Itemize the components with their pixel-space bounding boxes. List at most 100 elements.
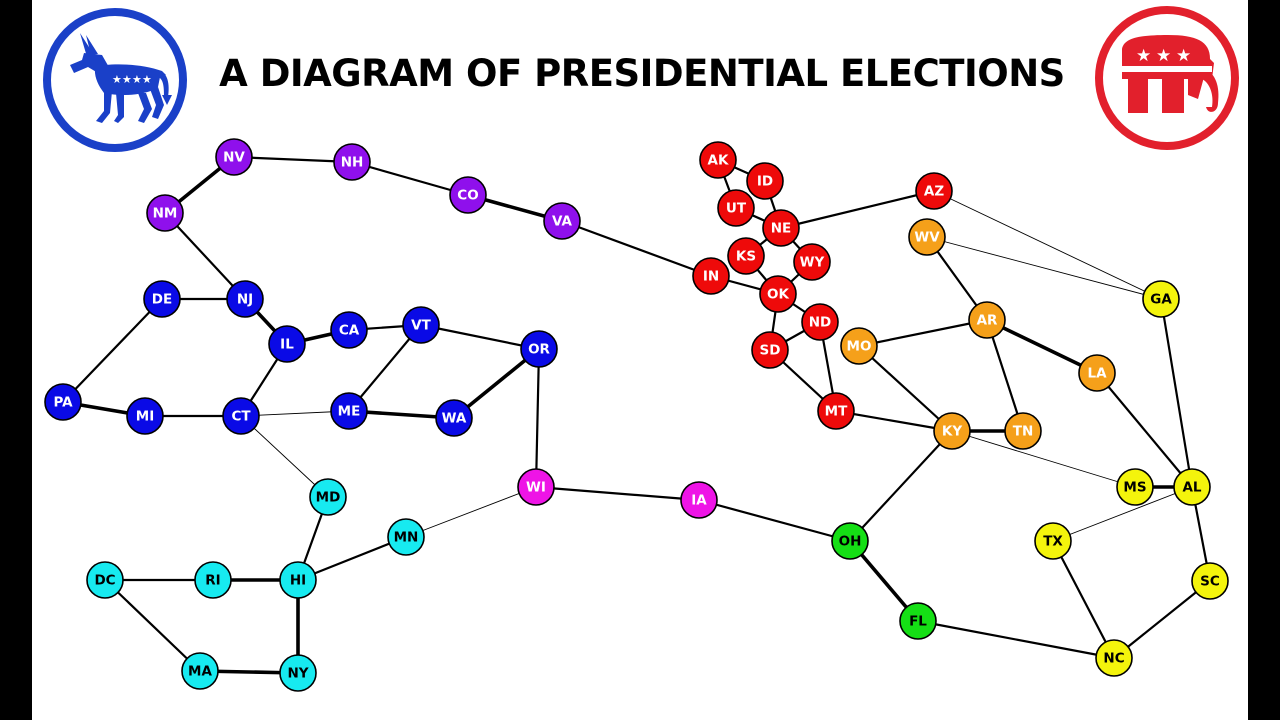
node-wi: WI: [517, 468, 555, 506]
node-label: CO: [457, 188, 478, 204]
node-label: TX: [1043, 534, 1063, 550]
node-label: NC: [1103, 651, 1124, 667]
edge-sc-nc: [1112, 579, 1212, 660]
node-mn: MN: [387, 518, 425, 556]
node-circle: [680, 481, 718, 519]
republican-elephant-logo: ★ ★ ★: [1092, 3, 1242, 158]
node-label: DC: [94, 573, 115, 589]
node-wy: WY: [793, 243, 831, 281]
edge-az-ga: [933, 190, 1162, 300]
node-circle: [759, 275, 797, 313]
node-de: DE: [143, 280, 181, 318]
node-hi: HI: [279, 561, 317, 599]
node-circle: [692, 257, 730, 295]
edge-wv-ga: [926, 236, 1162, 300]
node-label: IA: [691, 493, 707, 509]
node-ms: MS: [1116, 468, 1154, 506]
diagram-canvas: ★ ★ ★ ★ A DIAGRAM OF PRESIDENTIAL ELECTI…: [32, 0, 1248, 720]
node-circle: [222, 397, 260, 435]
donkey-icon: ★ ★ ★ ★: [43, 8, 187, 152]
edge-mn-wi: [405, 486, 537, 538]
node-label: UT: [726, 201, 747, 217]
node-label: AZ: [924, 184, 944, 200]
node-label: FL: [909, 614, 927, 630]
node-circle: [1004, 412, 1042, 450]
node-label: OH: [839, 534, 862, 550]
node-tn: TN: [1004, 412, 1042, 450]
node-label: IN: [703, 269, 719, 285]
node-ca: CA: [330, 311, 368, 349]
node-circle: [543, 202, 581, 240]
edge-or-wi: [534, 347, 541, 489]
node-ri: RI: [194, 561, 232, 599]
node-label: WA: [442, 411, 467, 427]
node-ct: CT: [222, 397, 260, 435]
svg-text:★: ★: [1176, 46, 1191, 66]
node-circle: [194, 561, 232, 599]
node-label: ND: [809, 315, 832, 331]
edge-wi-ia: [534, 485, 701, 502]
node-label: AL: [1182, 480, 1201, 496]
node-circle: [793, 243, 831, 281]
node-label: WI: [526, 480, 546, 496]
page-title: A DIAGRAM OF PRESIDENTIAL ELECTIONS: [219, 52, 1065, 95]
node-nd: ND: [801, 303, 839, 341]
node-ut: UT: [717, 189, 755, 227]
node-circle: [215, 138, 253, 176]
node-label: HI: [290, 573, 306, 589]
node-circle: [268, 325, 306, 363]
node-ks: KS: [727, 237, 765, 275]
node-label: DE: [152, 292, 172, 308]
node-ga: GA: [1142, 280, 1180, 318]
edge-nv-nh: [232, 155, 354, 164]
node-label: OK: [767, 287, 789, 303]
node-circle: [801, 303, 839, 341]
node-sd: SD: [751, 331, 789, 369]
node-ky: KY: [933, 412, 971, 450]
node-label: NV: [223, 150, 245, 166]
node-circle: [699, 141, 737, 179]
node-circle: [727, 237, 765, 275]
node-circle: [717, 189, 755, 227]
node-label: CA: [339, 323, 360, 339]
node-va: VA: [543, 202, 581, 240]
node-label: GA: [1150, 292, 1172, 308]
node-ok: OK: [759, 275, 797, 313]
node-label: PA: [53, 395, 73, 411]
edge-tx-nc: [1051, 539, 1116, 660]
node-nm: NM: [146, 194, 184, 232]
node-circle: [517, 468, 555, 506]
node-circle: [840, 327, 878, 365]
node-circle: [1034, 522, 1072, 560]
node-label: MT: [825, 404, 848, 420]
edge-vt-or: [419, 323, 541, 351]
edge-de-pa: [61, 297, 164, 404]
democratic-donkey-logo: ★ ★ ★ ★: [40, 5, 190, 160]
node-circle: [762, 209, 800, 247]
edge-mo-ky: [857, 344, 954, 433]
node-circle: [143, 280, 181, 318]
node-nh: NH: [333, 143, 371, 181]
node-circle: [1191, 562, 1229, 600]
node-ia: IA: [680, 481, 718, 519]
svg-text:★: ★: [132, 73, 142, 86]
node-circle: [1142, 280, 1180, 318]
node-az: AZ: [915, 172, 953, 210]
edge-va-in: [560, 219, 713, 278]
node-tx: TX: [1034, 522, 1072, 560]
node-or: OR: [520, 330, 558, 368]
node-label: RI: [205, 573, 220, 589]
node-circle: [968, 301, 1006, 339]
node-ny: NY: [279, 654, 317, 692]
svg-text:★: ★: [142, 73, 152, 86]
edge-ky-ms: [951, 430, 1136, 488]
edge-dc-ma: [103, 578, 202, 673]
node-circle: [520, 330, 558, 368]
node-label: SD: [760, 343, 781, 359]
node-circle: [746, 162, 784, 200]
node-md: MD: [309, 478, 347, 516]
node-dc: DC: [86, 561, 124, 599]
node-label: MO: [847, 339, 872, 355]
node-mo: MO: [840, 327, 878, 365]
